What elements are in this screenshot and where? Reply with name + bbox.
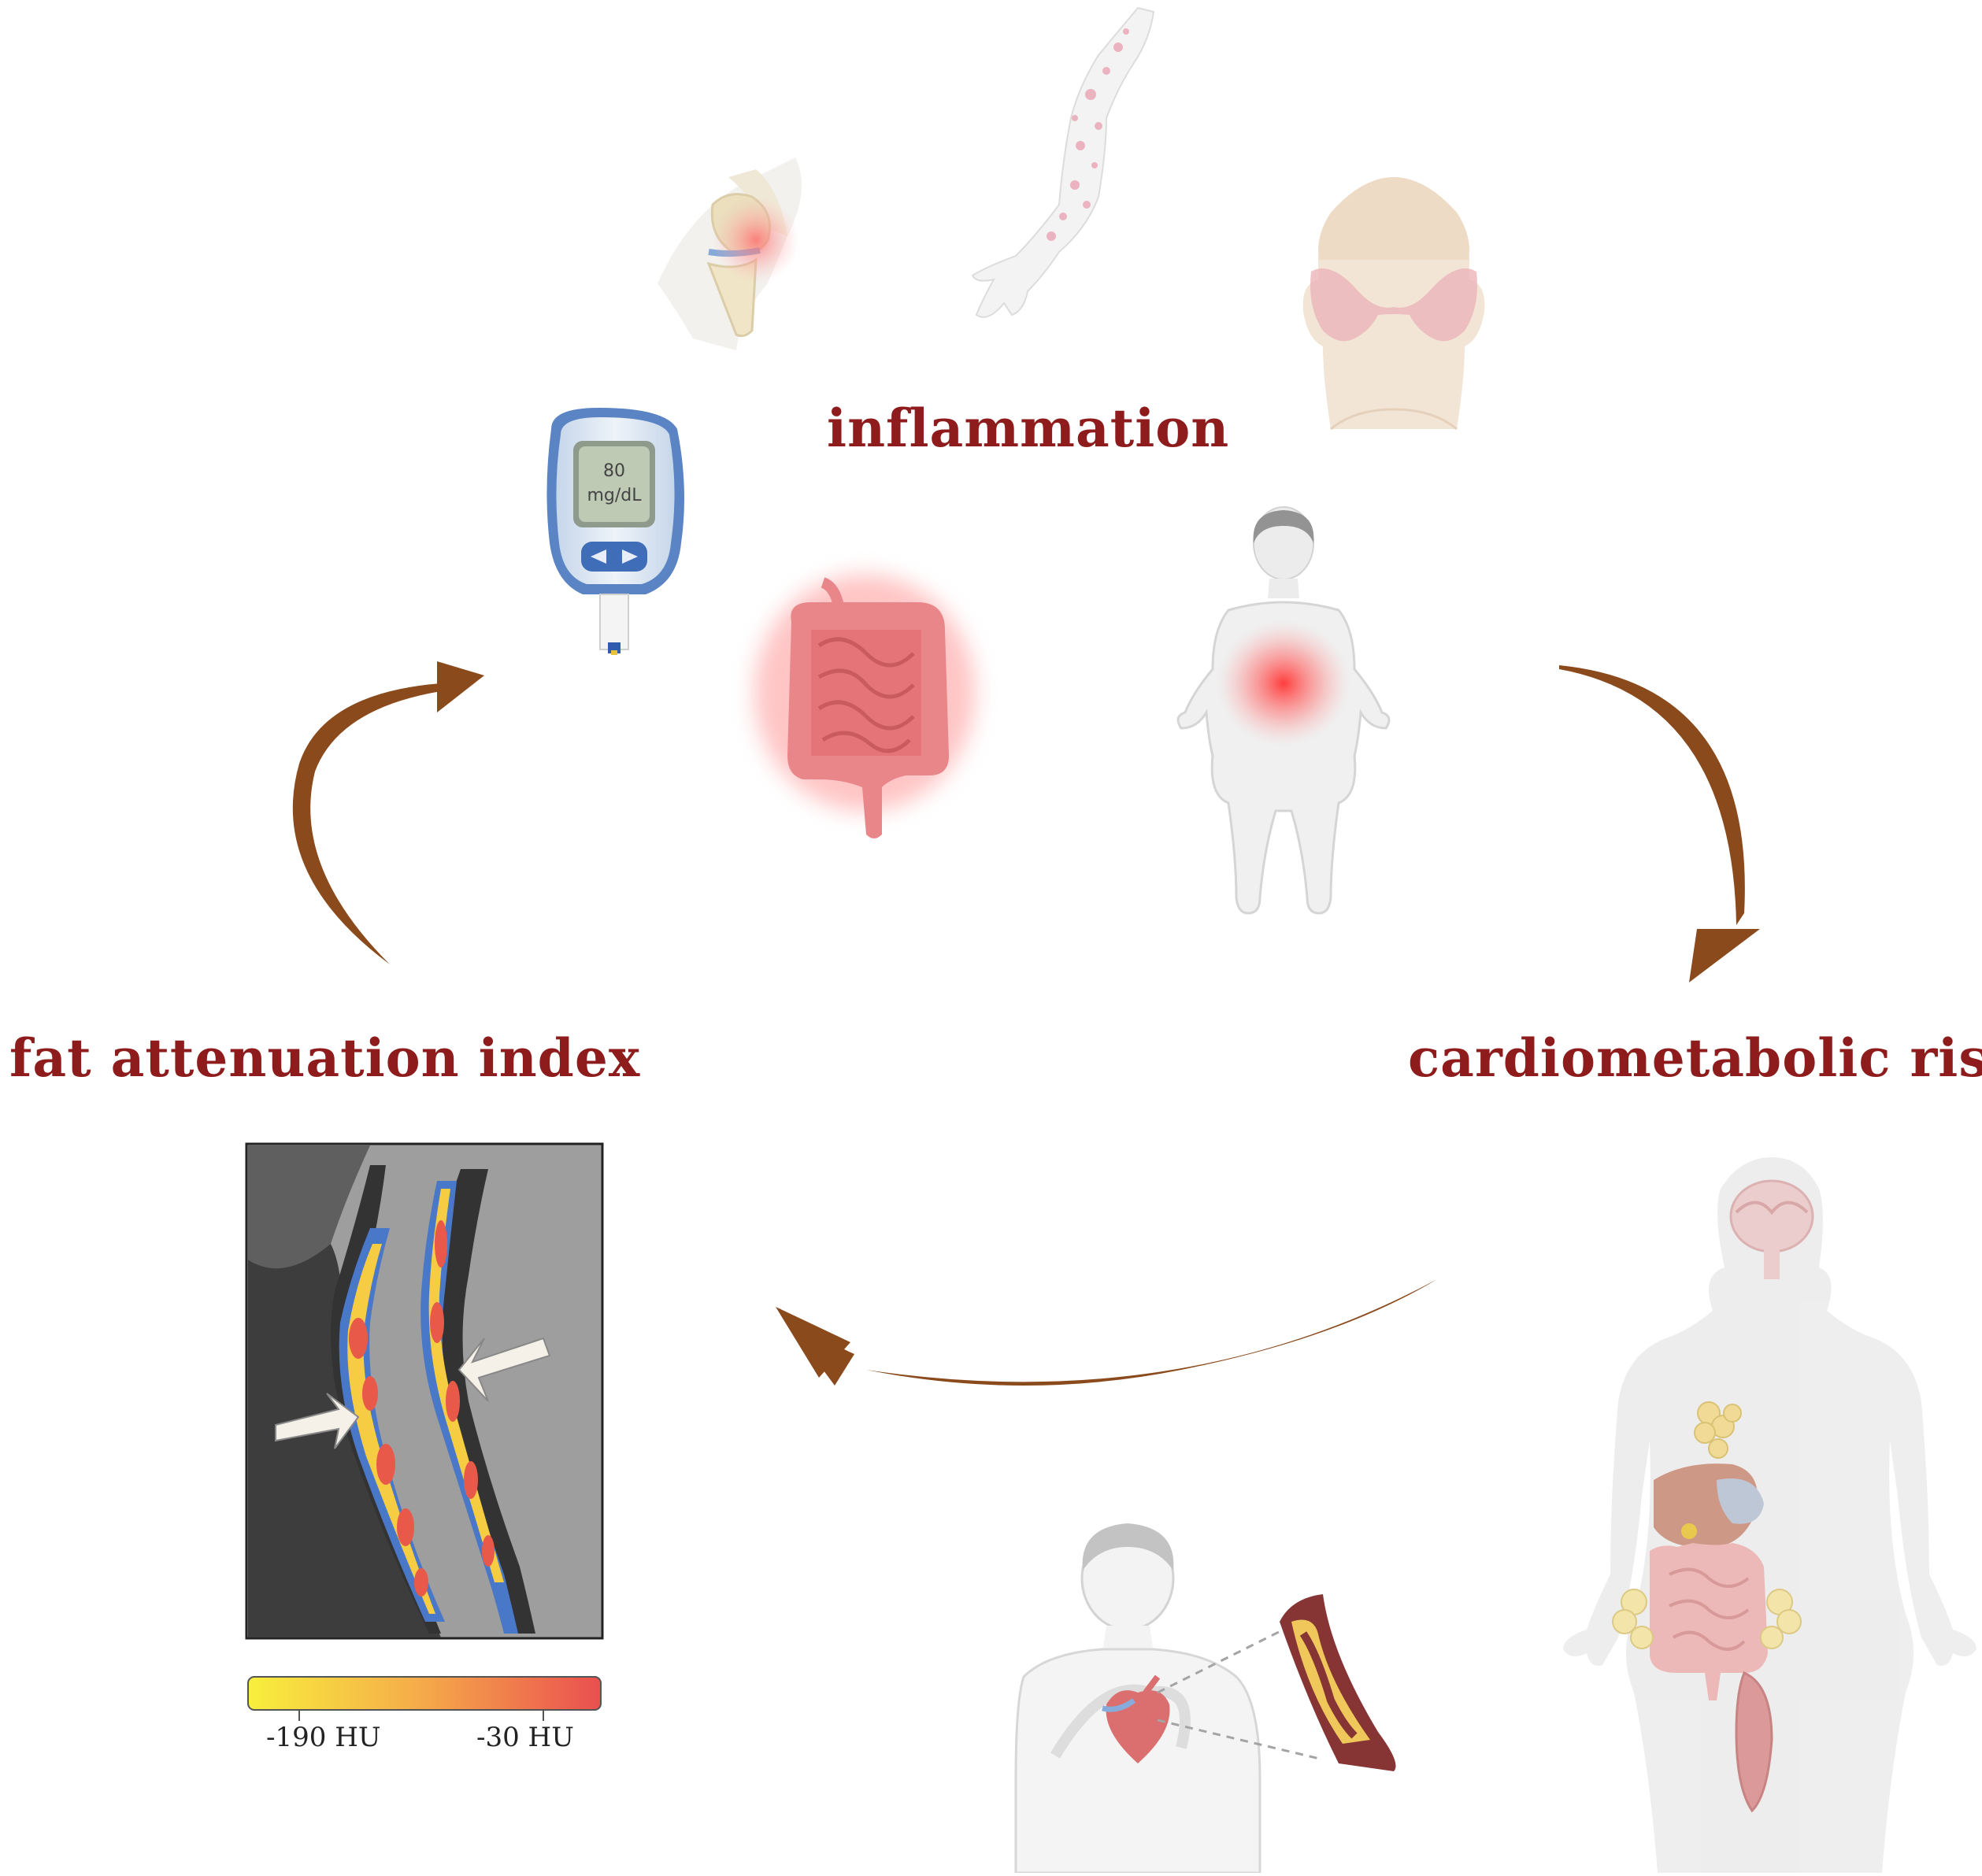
glucometer-value: 80: [603, 461, 625, 481]
hu-colorbar: -190 HU -30 HU: [247, 1676, 602, 1753]
left-button-icon: [591, 549, 606, 564]
head-rash-icon: [1302, 177, 1485, 431]
inflammation-label: inflammation: [827, 398, 1230, 459]
body-organs-icon: [1563, 1157, 1976, 1873]
arm-rash-icon: [971, 6, 1155, 318]
glucometer-icon: 80 mg/dL: [546, 408, 684, 655]
cycle-arrow-left: [292, 661, 484, 964]
intestine-icon: [754, 575, 975, 838]
colorbar-max-label: -30 HU: [476, 1722, 574, 1753]
ct-scan-image: [245, 1142, 604, 1640]
glucometer-unit: mg/dL: [587, 486, 642, 505]
colorbar-min-label: -190 HU: [266, 1722, 381, 1753]
fat-attenuation-index-label: fat attenuation index: [9, 1027, 641, 1089]
cycle-arrow-right: [1559, 665, 1760, 982]
cardiometabolic-risk-label: cardiometabolic risk: [1408, 1027, 1982, 1089]
man-heart-icon: [1014, 1523, 1396, 1874]
right-button-icon: [622, 549, 638, 564]
arrow-right-pointer-icon: [458, 1337, 551, 1402]
arrow-left-pointer-icon: [275, 1393, 360, 1449]
obese-woman-icon: [1176, 506, 1391, 915]
knee-joint-icon: [658, 157, 802, 350]
cycle-arrow-bottom: [776, 1279, 1437, 1386]
